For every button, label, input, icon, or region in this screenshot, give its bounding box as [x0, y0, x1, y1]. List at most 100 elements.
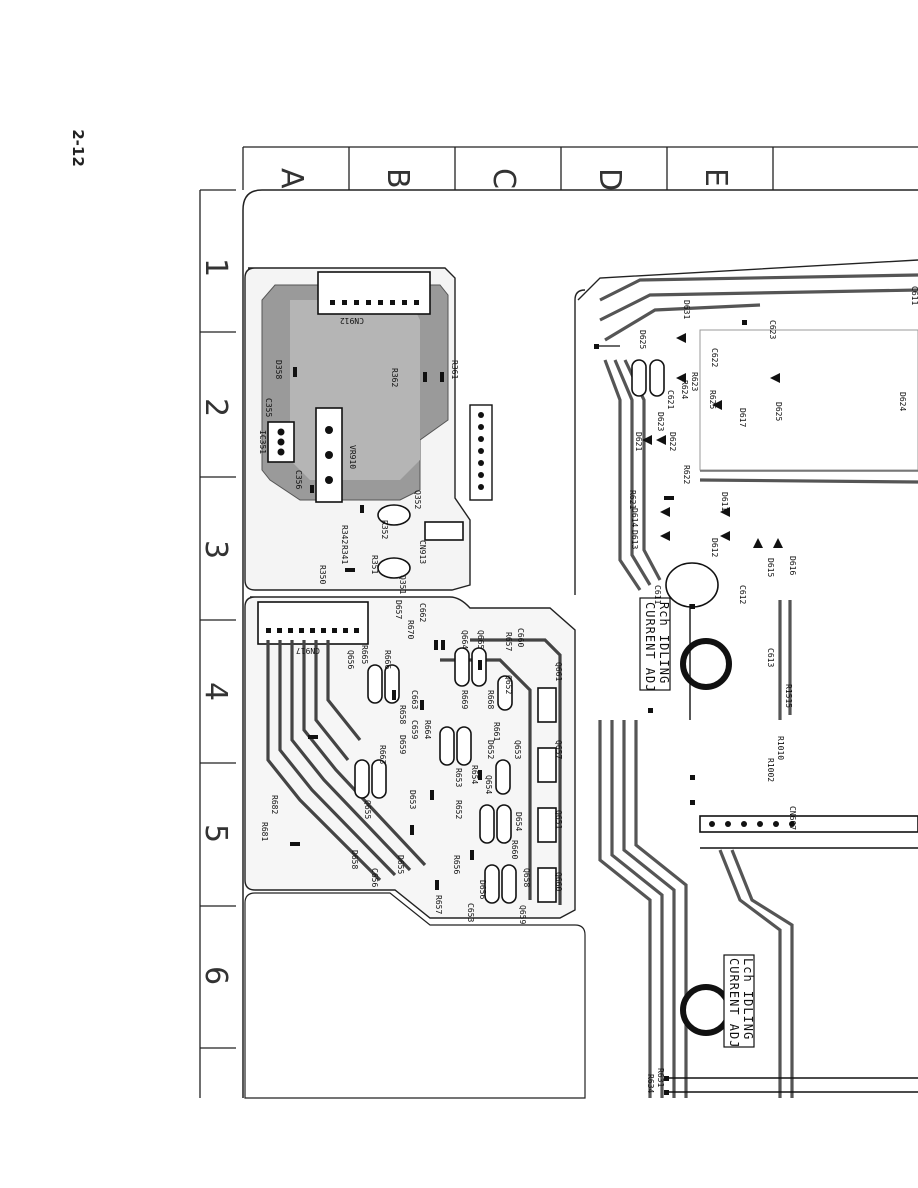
ref-cn912: CN912 [340, 316, 364, 325]
upper-left-section: CN912 VR910 IC351 R361 R362 D358 C355 C3… [244, 267, 493, 594]
ref-d623: D623 [656, 412, 665, 431]
ref-r622: R622 [682, 465, 691, 484]
note-rch-idling-line2: CURRENT ADJ [643, 602, 657, 692]
ref-r625: R625 [708, 390, 717, 409]
ref-q351: Q351 [398, 575, 407, 594]
column-label-d: D [592, 168, 627, 191]
ref-q652: Q652 [504, 675, 513, 694]
ref-q352: Q352 [413, 490, 422, 509]
ref-r352: R352 [380, 520, 389, 539]
ref-d615: D615 [766, 558, 775, 577]
row-label-6: 6 [198, 966, 233, 985]
ref-d621: D621 [634, 432, 643, 451]
ref-r658: R658 [398, 705, 407, 724]
ref-c622: C622 [710, 348, 719, 367]
ref-r669: R669 [460, 690, 469, 709]
ref-r657-b: R657 [434, 895, 443, 914]
ref-r661: R661 [492, 722, 501, 741]
ref-r621: R621 [628, 490, 637, 509]
ref-d659: D659 [398, 735, 407, 754]
column-label-a: A [274, 168, 309, 189]
ref-c621: C621 [666, 390, 675, 409]
ref-r656: R656 [452, 855, 461, 874]
ref-r666: R666 [383, 650, 392, 669]
ref-r1010: R1010 [776, 736, 785, 760]
ref-r631: R631 [656, 1068, 665, 1087]
ref-r342: R342 [340, 525, 349, 544]
ref-d613: D613 [630, 530, 639, 549]
ref-cn607: CN607 [788, 806, 797, 830]
row-label-4: 4 [198, 682, 233, 701]
column-label-c: C [486, 168, 521, 189]
lower-left-section: CN917 C660 R670 D657 C662 Q661 R657 Q664… [244, 596, 576, 924]
ref-r341: R341 [340, 545, 349, 564]
ref-c611-b: C611 [910, 286, 918, 305]
ref-c656: C656 [370, 868, 379, 887]
ref-q656: Q656 [346, 650, 355, 669]
row-labels: 1 2 3 4 5 6 [198, 258, 233, 985]
ref-c623: C623 [768, 320, 777, 339]
board-outline [242, 189, 918, 1098]
ref-r681: R681 [260, 822, 269, 841]
ref-d617: D617 [738, 408, 747, 427]
ref-d611: D611 [720, 492, 729, 511]
ref-r351: R351 [370, 555, 379, 574]
ref-d654: D654 [514, 812, 523, 831]
ref-r1002: R1002 [766, 758, 775, 782]
ref-c659: C659 [410, 720, 419, 739]
ref-r665: R665 [360, 645, 369, 664]
row-label-1: 1 [198, 258, 233, 277]
ref-r660: R660 [510, 840, 519, 859]
ref-cn913: CN913 [418, 540, 427, 564]
column-labels: A B C D E [274, 168, 733, 191]
ref-c613: C613 [766, 648, 775, 667]
row-label-5: 5 [198, 824, 233, 843]
note-lch-idling-line1: Lch IDLING [741, 958, 755, 1040]
ref-c653: C653 [466, 903, 475, 922]
ref-d658: D658 [350, 850, 359, 869]
ref-d656: D656 [478, 880, 487, 899]
ref-r652: R652 [454, 800, 463, 819]
ref-d614: D614 [630, 508, 639, 527]
ref-d655: D655 [396, 855, 405, 874]
ref-c663: C663 [410, 690, 419, 709]
ref-c612: C612 [738, 585, 747, 604]
ref-d625-a: D625 [638, 330, 647, 349]
ref-d631: D631 [682, 300, 691, 319]
ref-d657: D657 [394, 600, 403, 619]
row-frame [199, 189, 236, 1098]
ref-ic351: IC351 [258, 430, 267, 454]
ref-r668: R668 [486, 690, 495, 709]
ref-r361: R361 [450, 360, 459, 379]
ref-q664: Q664 [460, 630, 469, 649]
ref-r682: R682 [270, 795, 279, 814]
ref-c662: C662 [418, 603, 427, 622]
ref-r362: R362 [390, 368, 399, 387]
ref-c611-a: C611 [653, 585, 662, 604]
note-lch-idling-line2: CURRENT ADJ [727, 958, 741, 1048]
note-rch-idling-line1: Rch IDLING [657, 602, 671, 684]
column-label-b: B [380, 168, 415, 189]
ref-q659: Q659 [518, 905, 527, 924]
ref-r663: R663 [378, 745, 387, 764]
ref-r623: R623 [690, 372, 699, 391]
ref-r1515: R1515 [784, 684, 793, 708]
ref-c355: C355 [264, 398, 273, 417]
ref-d612: D612 [710, 538, 719, 557]
column-frame [242, 146, 918, 190]
ref-q653: Q653 [513, 740, 522, 759]
ref-c660: C660 [516, 628, 525, 647]
ref-r654: R654 [470, 765, 479, 784]
ref-c356: C356 [294, 470, 303, 489]
ref-r634: R634 [646, 1074, 655, 1093]
ref-vr910: VR910 [348, 445, 357, 469]
ref-d652: D652 [486, 740, 495, 759]
ref-d358: D358 [274, 360, 283, 379]
ref-d616: D616 [788, 556, 797, 575]
ref-q655: Q655 [363, 800, 372, 819]
ref-r670: R670 [406, 620, 415, 639]
column-label-e: E [698, 168, 733, 187]
row-label-2: 2 [198, 398, 233, 417]
ref-q654: Q654 [484, 775, 493, 794]
